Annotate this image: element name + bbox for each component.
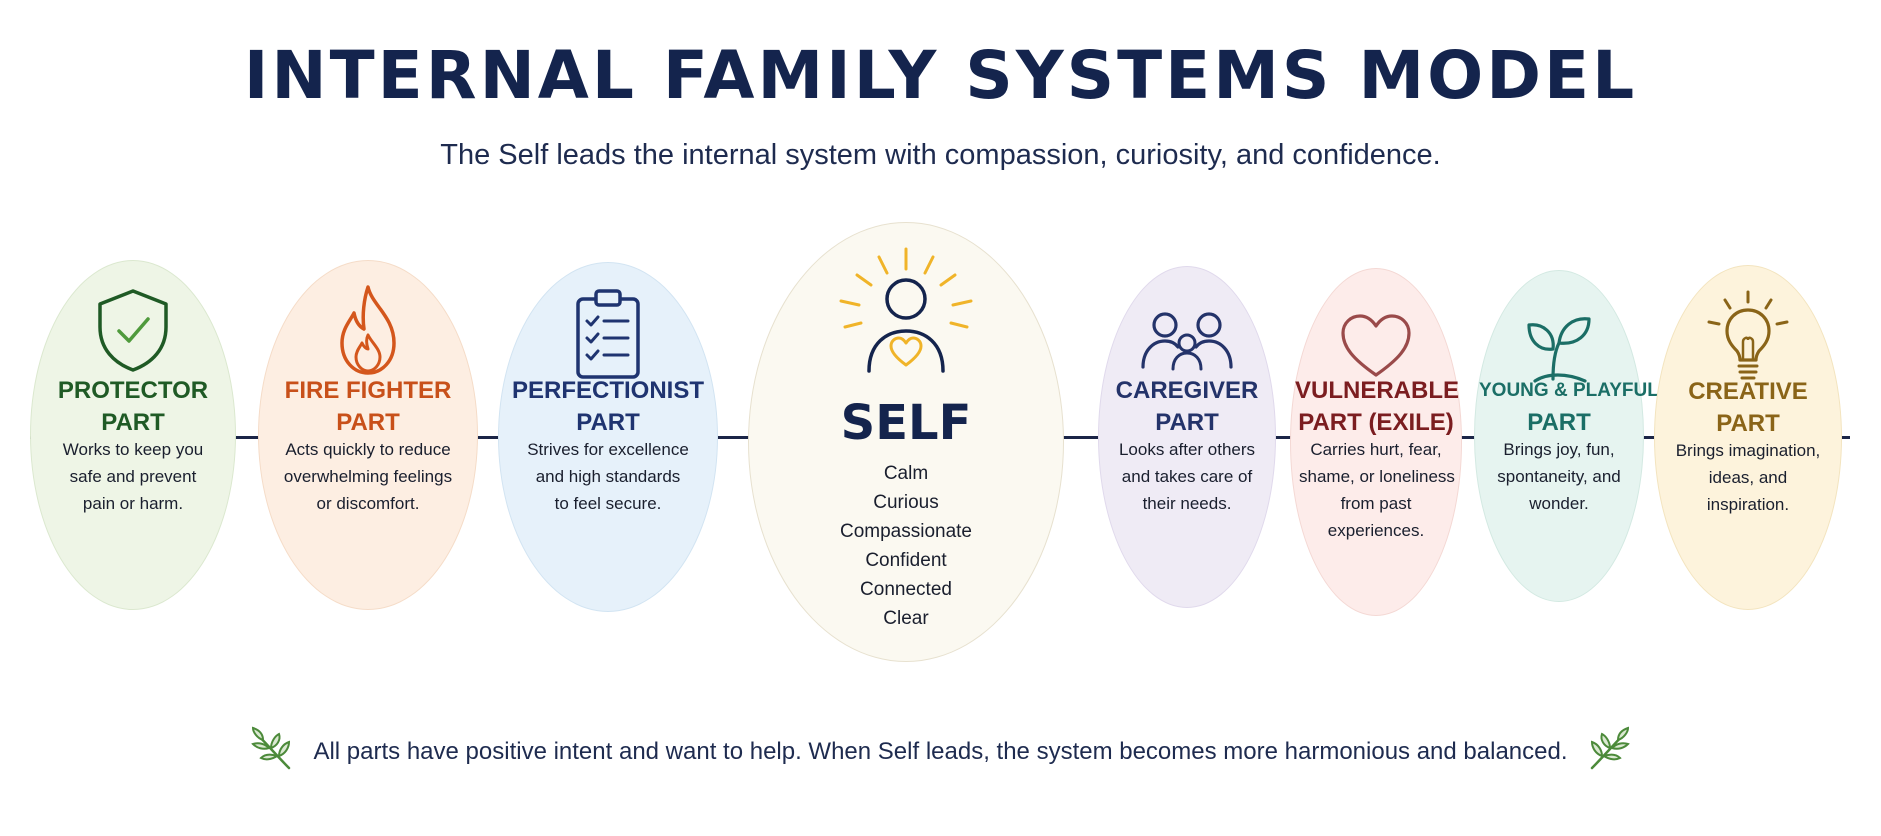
family-icon (1099, 311, 1275, 371)
creative-title: CREATIVE PART (1688, 378, 1808, 437)
heart-icon (1291, 313, 1461, 379)
vulnerable-title: VULNERABLE PART (EXILE) (1295, 377, 1460, 436)
self-quality: Calm (883, 463, 929, 484)
radiant-person-heart-icon (749, 247, 1063, 379)
page-title: INTERNAL FAMILY SYSTEMS MODEL (243, 37, 1638, 114)
sprout-icon (1475, 309, 1643, 387)
creative-part-node: CREATIVE PART Brings imagination, ideas,… (1654, 265, 1842, 610)
caregiver-description: Looks after others and takes care of the… (1118, 440, 1256, 513)
footer: All parts have positive intent and want … (0, 726, 1881, 777)
self-quality: Connected (860, 579, 952, 600)
young-playful-description: Brings joy, fun, spontaneity, and wonder… (1497, 440, 1621, 513)
protector-part-node: PROTECTOR PART Works to keep you safe an… (30, 260, 236, 610)
self-quality: Confident (865, 550, 947, 571)
self-quality: Compassionate (839, 521, 973, 542)
footer-message: All parts have positive intent and want … (313, 737, 1568, 765)
caregiver-title: CAREGIVER PART (1115, 377, 1259, 436)
fire-fighter-description: Acts quickly to reduce overwhelming feel… (283, 440, 453, 513)
self-qualities-list: Calm Curious Compassionate Confident Con… (749, 459, 1063, 633)
self-quality: Clear (883, 608, 929, 629)
self-quality: Curious (873, 492, 939, 513)
vulnerable-description: Carries hurt, fear, shame, or loneliness… (1299, 440, 1455, 540)
creative-description: Brings imagination, ideas, and inspirati… (1675, 441, 1821, 514)
page-subtitle: The Self leads the internal system with … (440, 139, 1441, 171)
protector-title: PROTECTOR PART (57, 377, 209, 436)
perfectionist-part-node: PERFECTIONIST PART Strives for excellenc… (498, 262, 718, 612)
fire-fighter-part-node: FIRE FIGHTER PART Acts quickly to reduce… (258, 260, 478, 610)
vulnerable-part-node: VULNERABLE PART (EXILE) Carries hurt, fe… (1290, 268, 1462, 616)
leaf-sprig-icon (1586, 726, 1632, 777)
lightbulb-icon (1655, 288, 1841, 388)
shield-check-icon (31, 287, 235, 373)
young-playful-title: YOUNG & PLAYFUL PART (1479, 380, 1659, 436)
flame-icon (259, 283, 477, 379)
self-title: SELF (840, 395, 972, 451)
self-node: SELF Calm Curious Compassionate Confiden… (748, 222, 1064, 662)
leaf-sprig-icon (249, 726, 295, 777)
protector-description: Works to keep you safe and prevent pain … (62, 440, 204, 513)
young-playful-part-node: YOUNG & PLAYFUL PART Brings joy, fun, sp… (1474, 270, 1659, 602)
perfectionist-title: PERFECTIONIST PART (511, 377, 704, 436)
caregiver-part-node: CAREGIVER PART Looks after others and ta… (1098, 266, 1276, 608)
fire-fighter-title: FIRE FIGHTER PART (284, 377, 452, 436)
perfectionist-description: Strives for excellence and high standard… (527, 440, 689, 513)
clipboard-checklist-icon (499, 287, 717, 381)
